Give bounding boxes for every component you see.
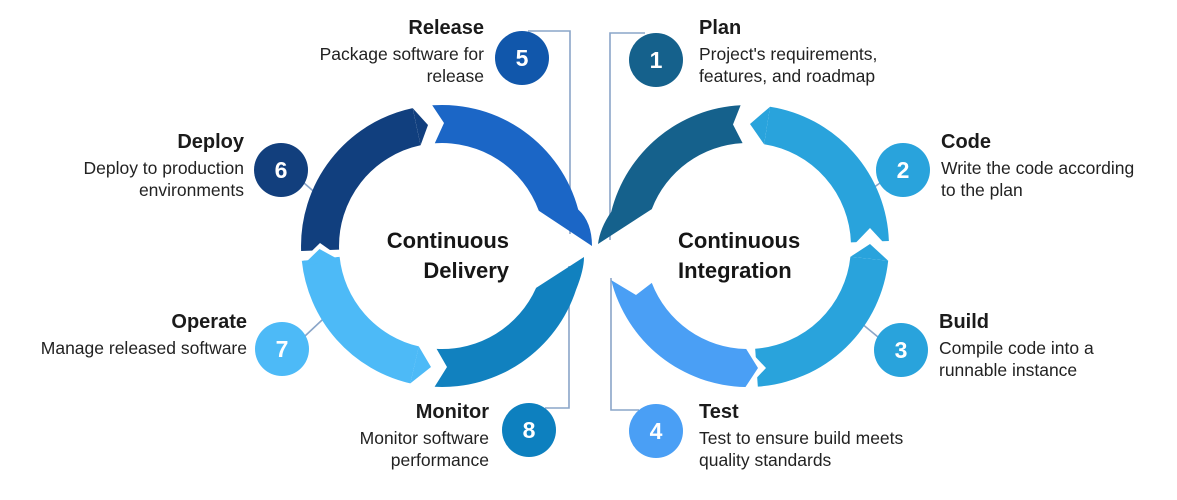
- stage-desc-line: Deploy to production: [83, 158, 244, 178]
- loop-label-continuous-delivery: Continuous Delivery: [387, 226, 509, 285]
- badge-number-release: 5: [516, 45, 529, 71]
- loop-label-line: Integration: [678, 257, 792, 283]
- arc-code-segment: [763, 106, 889, 243]
- badge-number-plan: 1: [650, 47, 663, 73]
- limb-test-segment: [611, 280, 758, 387]
- limb-plan-segment: [598, 105, 743, 244]
- stage-desc-line: Test to ensure build meets: [699, 428, 904, 448]
- chevron-tip-code: [750, 106, 771, 145]
- stage-title: Plan: [699, 17, 742, 39]
- stage-label-operate: Operate Manage released software: [41, 310, 247, 359]
- badge-number-code: 2: [897, 157, 910, 183]
- connector-plan: [609, 32, 645, 240]
- stage-badges: 1 2 3 4 5 6 7 8: [254, 31, 930, 458]
- badge-circle-deploy: [254, 143, 308, 197]
- stage-desc-line: quality standards: [699, 450, 832, 471]
- badge-number-monitor: 8: [523, 417, 536, 443]
- connector-release: [528, 30, 571, 234]
- stage-title: Operate: [171, 311, 247, 333]
- stage-desc-line: Compile code into a: [939, 338, 1094, 358]
- stage-desc-line: Package software for: [319, 44, 484, 64]
- connector-test: [610, 278, 639, 411]
- badge-number-test: 4: [650, 418, 663, 444]
- badge-circle-monitor: [502, 403, 556, 457]
- stage-desc-line: Project's requirements,: [699, 44, 878, 64]
- chevron-tip-deploy: [412, 108, 428, 146]
- badge-circle-release: [495, 31, 549, 85]
- badge-circle-build: [874, 323, 928, 377]
- badge-number-deploy: 6: [275, 157, 288, 183]
- chevron-notch-right-junction: [851, 228, 889, 249]
- arc-operate-segment: [301, 256, 420, 384]
- stage-title: Test: [699, 401, 739, 423]
- arc-build-segment: [754, 256, 889, 387]
- stage-title: Build: [939, 311, 989, 333]
- loop-label-line: Continuous: [386, 228, 509, 253]
- loop-label-line: Continuous: [678, 228, 801, 253]
- badge-circle-code: [876, 143, 930, 197]
- stage-desc-line: Manage released software: [40, 338, 247, 358]
- chevron-tip-build: [850, 244, 889, 261]
- stage-label-plan: Plan Project's requirements,features, an…: [699, 16, 877, 88]
- badge-circle-operate: [255, 322, 309, 376]
- stage-title: Code: [941, 131, 991, 153]
- chevron-tip-operate-up: [302, 249, 340, 266]
- badge-circle-plan: [629, 33, 683, 87]
- arc-deploy-segment: [301, 108, 422, 251]
- stage-desc-line: Write the code according: [941, 158, 1135, 178]
- stage-title: Monitor: [415, 401, 489, 423]
- chevron-tip-operate-right: [410, 346, 431, 384]
- loop-label-continuous-integration: Continuous Integration: [678, 226, 800, 285]
- stage-desc-line: release: [426, 66, 484, 87]
- stage-desc-line: environments: [138, 180, 244, 201]
- stage-title: Deploy: [177, 131, 244, 153]
- badge-number-build: 3: [895, 337, 908, 363]
- stage-desc-line: Monitor software: [359, 428, 489, 448]
- limb-monitor-segment: [434, 257, 584, 387]
- stage-title: Release: [408, 17, 484, 39]
- stage-desc-line: runnable instance: [939, 360, 1078, 381]
- stage-desc-line: to the plan: [941, 180, 1023, 201]
- limb-release-segment: [432, 104, 592, 246]
- connector-monitor: [545, 266, 570, 409]
- loop-label-line: Delivery: [423, 257, 509, 283]
- badge-number-operate: 7: [276, 336, 289, 362]
- badge-circle-test: [629, 404, 683, 458]
- stage-desc-line: features, and roadmap: [699, 66, 876, 87]
- stage-desc-line: performance: [390, 450, 489, 471]
